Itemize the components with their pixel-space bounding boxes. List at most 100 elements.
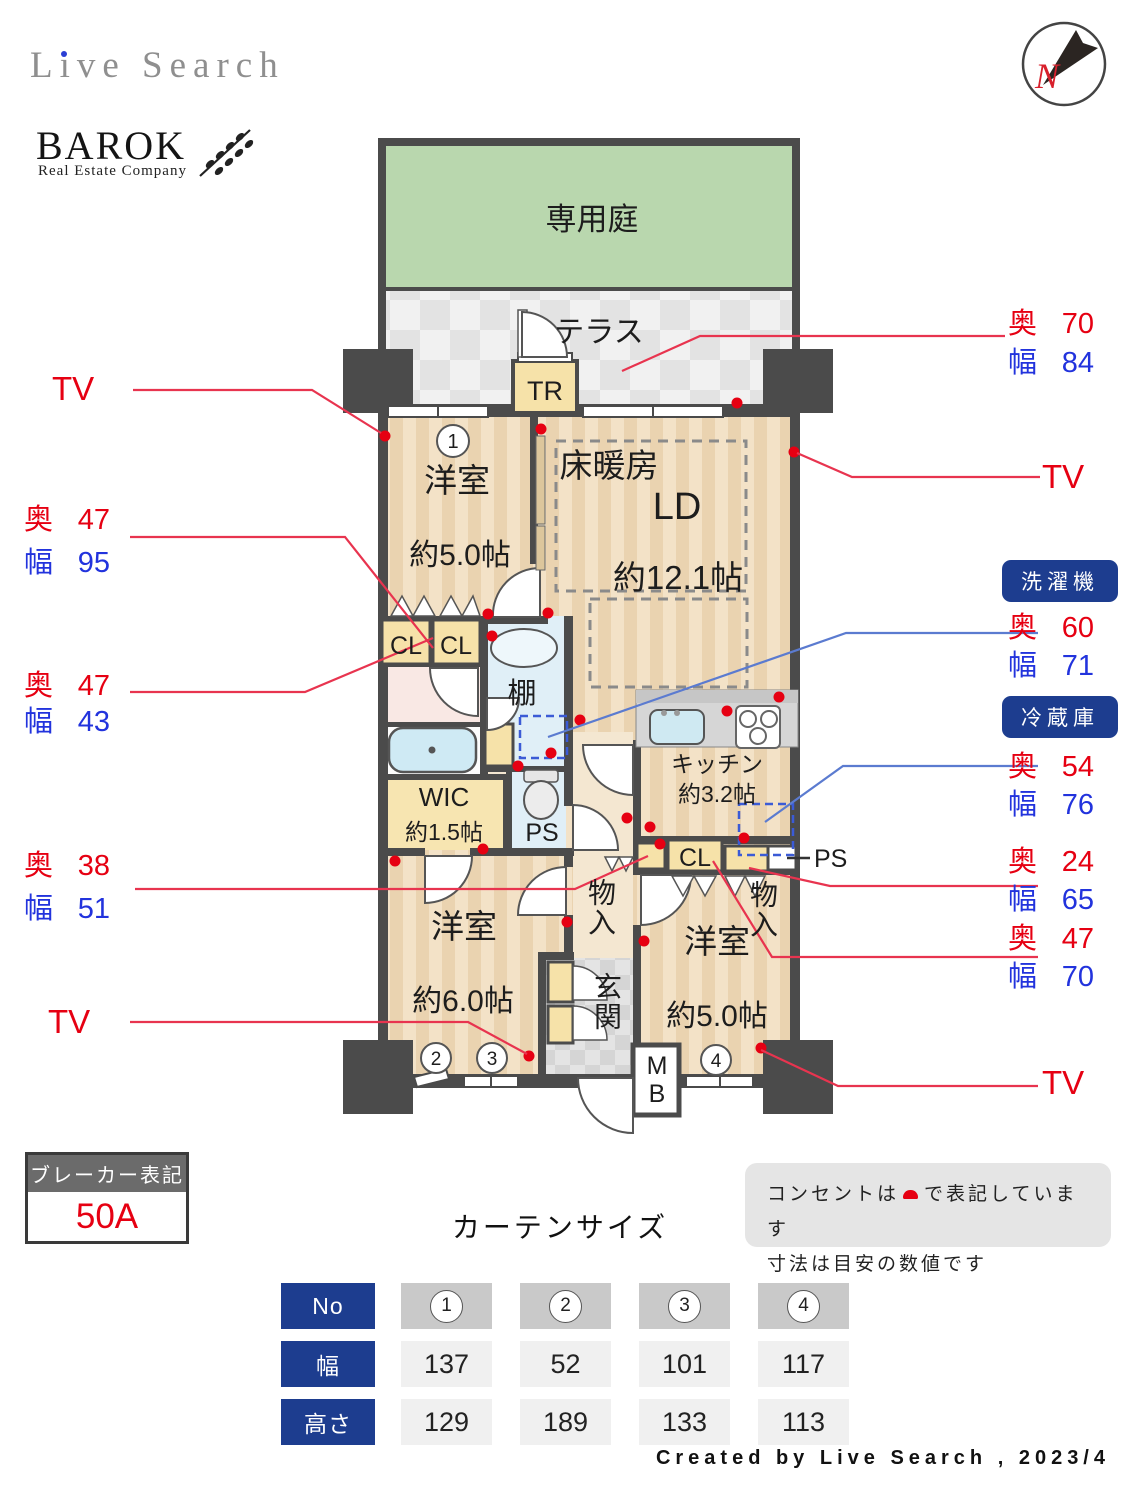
room1-size: 約5.0帖 bbox=[409, 539, 511, 572]
shelf-label: 棚 bbox=[507, 677, 536, 710]
pillar bbox=[763, 1040, 833, 1114]
window-no-1: 1 bbox=[447, 431, 458, 453]
col-header: 4 bbox=[758, 1283, 849, 1329]
trunk-room-label: TR bbox=[527, 376, 563, 406]
trunk-room-box bbox=[511, 359, 579, 415]
sliding-door bbox=[535, 525, 546, 571]
curtain-table-title: カーテンサイズ bbox=[451, 1212, 669, 1243]
closets bbox=[380, 359, 770, 1045]
room2-label: 洋室 bbox=[431, 908, 497, 945]
leader-lines bbox=[130, 334, 1040, 1088]
ps-outside-label: PS bbox=[814, 845, 848, 873]
tv-label-right-bottom: TV bbox=[1042, 1064, 1085, 1101]
leaf-icon bbox=[199, 129, 254, 177]
wic-size: 約1.5帖 bbox=[405, 819, 483, 845]
curtain-table: No 1 2 3 4 幅 137 52 101 117 高さ 129 189 1… bbox=[281, 1283, 849, 1457]
breaker-box: ブレーカー表記 50A bbox=[25, 1152, 189, 1244]
live-search-logo: Live Search bbox=[30, 45, 285, 86]
washer-space bbox=[518, 714, 569, 760]
legend-note: コンセントはで表記しています 寸法は目安の数値です bbox=[745, 1163, 1111, 1275]
logo-dot bbox=[61, 51, 67, 57]
pillar bbox=[343, 349, 413, 413]
window-no-2: 2 bbox=[431, 1049, 442, 1070]
row-header-width: 幅 bbox=[281, 1341, 375, 1387]
pillar bbox=[763, 349, 833, 413]
storage-hall-label: 物入 bbox=[585, 878, 616, 938]
row-header-no: No bbox=[281, 1283, 375, 1329]
outlet-dome-icon bbox=[903, 1190, 919, 1199]
sliding-door bbox=[535, 435, 546, 525]
table-cell: 52 bbox=[520, 1341, 611, 1387]
washer-badge: 洗濯機 bbox=[1002, 560, 1118, 602]
room3-size: 約5.0帖 bbox=[666, 1000, 768, 1033]
table-row: 幅 137 52 101 117 bbox=[281, 1341, 849, 1387]
tv-label-right-top: TV bbox=[1042, 458, 1085, 495]
barok-logo: BAROK bbox=[36, 123, 187, 168]
bifold-doors bbox=[389, 594, 767, 898]
floor-heating-zone bbox=[554, 439, 749, 689]
barok-subtitle: Real Estate Company bbox=[38, 163, 187, 179]
plan-labels: 専用庭 テラス TR 1 洋室 約5.0帖 床暖房 LD 約12.1帖 キッチン… bbox=[390, 202, 768, 1076]
table-cell: 113 bbox=[758, 1399, 849, 1445]
room1-label: 洋室 bbox=[424, 462, 490, 499]
kitchen-label: キッチン bbox=[671, 751, 763, 777]
pillar bbox=[343, 1040, 413, 1114]
table-cell: 189 bbox=[520, 1399, 611, 1445]
toilet bbox=[523, 780, 559, 820]
row-header-height: 高さ bbox=[281, 1399, 375, 1445]
table-cell: 117 bbox=[758, 1341, 849, 1387]
entrance-label: 玄関 bbox=[591, 972, 622, 1032]
note-line1: コンセントはで表記しています bbox=[767, 1184, 1078, 1241]
table-row: 高さ 129 189 133 113 bbox=[281, 1399, 849, 1445]
ld-size: 約12.1帖 bbox=[613, 559, 743, 596]
floor-heating-label: 床暖房 bbox=[560, 447, 659, 484]
compass-n: N bbox=[1034, 56, 1061, 96]
ld-label: LD bbox=[653, 486, 702, 528]
tv-label-left-top: TV bbox=[52, 370, 95, 407]
fridge-space bbox=[737, 802, 795, 857]
col-header: 2 bbox=[520, 1283, 611, 1329]
window-no-3: 3 bbox=[487, 1049, 498, 1070]
garden-area bbox=[386, 146, 792, 287]
ps-label: PS bbox=[525, 819, 558, 847]
table-cell: 133 bbox=[639, 1399, 730, 1445]
credit-text: Created by Live Search , 2023/4 bbox=[655, 1447, 1110, 1469]
tv-label-left-bottom: TV bbox=[48, 1003, 91, 1040]
kitchen-size: 約3.2帖 bbox=[678, 781, 756, 807]
fridge-badge: 冷蔵庫 bbox=[1002, 696, 1118, 738]
room3-label: 洋室 bbox=[684, 923, 750, 960]
closet-label: CL bbox=[390, 632, 422, 660]
fixtures bbox=[387, 435, 799, 857]
storage-room3-label: 物入 bbox=[747, 880, 778, 940]
terrace-label: テラス bbox=[554, 316, 643, 349]
room2-size: 約6.0帖 bbox=[412, 985, 514, 1018]
note-line2: 寸法は目安の数値です bbox=[767, 1254, 988, 1276]
garden-label: 専用庭 bbox=[546, 202, 639, 237]
col-header: 3 bbox=[639, 1283, 730, 1329]
wic-label: WIC bbox=[419, 782, 470, 812]
meter-box-label: MB bbox=[643, 1052, 671, 1108]
col-header: 1 bbox=[401, 1283, 492, 1329]
compass-icon: N bbox=[1021, 21, 1107, 107]
table-cell: 129 bbox=[401, 1399, 492, 1445]
terrace-area bbox=[386, 291, 792, 404]
washbasin bbox=[490, 628, 558, 668]
table-cell: 137 bbox=[401, 1341, 492, 1387]
